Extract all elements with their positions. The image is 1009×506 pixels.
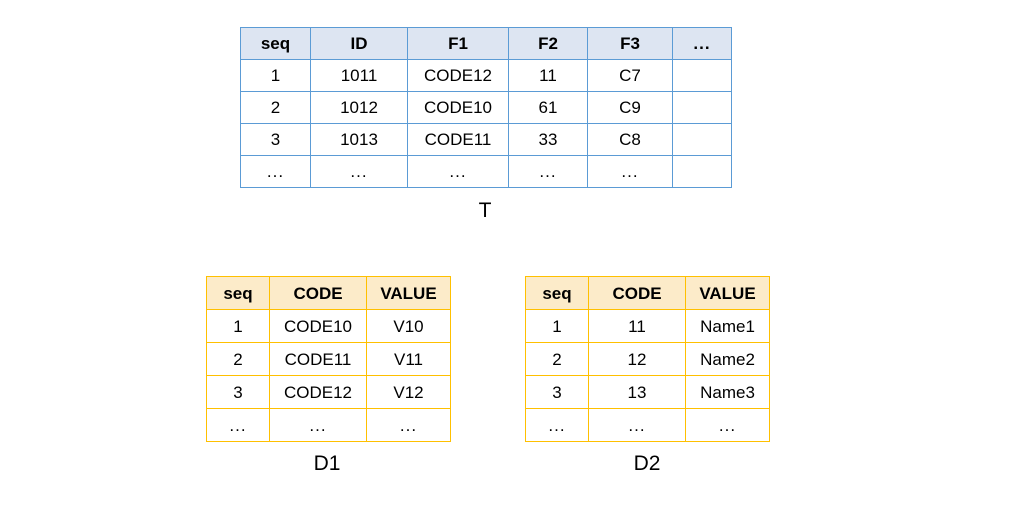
table-row: 3 1013 CODE11 33 C8 xyxy=(240,123,732,156)
table-row: 3 CODE12 V12 xyxy=(206,375,451,409)
table-t-col-id: ID xyxy=(310,27,408,60)
table-row: 2 12 Name2 xyxy=(525,342,770,376)
table-t-r3-id: ... xyxy=(310,155,408,188)
table-t-col-seq: seq xyxy=(240,27,311,60)
table-d2-col-seq: seq xyxy=(525,276,589,310)
table-d1-caption: D1 xyxy=(313,452,341,475)
table-row: 2 CODE11 V11 xyxy=(206,342,451,376)
table-d1-r0-code: CODE10 xyxy=(269,309,367,343)
table-d2-header-row: seq CODE VALUE xyxy=(525,276,770,310)
table-t-caption: T xyxy=(478,199,492,222)
table-d2-r3-value: ... xyxy=(685,408,770,442)
table-t-header-row: seq ID F1 F2 F3 ... xyxy=(240,27,732,60)
table-d1-r2-code: CODE12 xyxy=(269,375,367,409)
table-row: 2 1012 CODE10 61 C9 xyxy=(240,91,732,124)
table-d1-r3-value: ... xyxy=(366,408,451,442)
table-d2-r1-value: Name2 xyxy=(685,342,770,376)
table-t-r0-seq: 1 xyxy=(240,59,311,92)
table-d2-r3-seq: ... xyxy=(525,408,589,442)
table-t-r1-seq: 2 xyxy=(240,91,311,124)
table-d2-r0-value: Name1 xyxy=(685,309,770,343)
table-t-r1-more xyxy=(672,91,732,124)
table-t-r2-seq: 3 xyxy=(240,123,311,156)
table-row: 1 CODE10 V10 xyxy=(206,309,451,343)
table-d2-caption: D2 xyxy=(633,452,661,475)
table-d1-r2-seq: 3 xyxy=(206,375,270,409)
table-d1-header-row: seq CODE VALUE xyxy=(206,276,451,310)
table-t-r0-f2: 11 xyxy=(508,59,588,92)
table-t: seq ID F1 F2 F3 ... 1 1011 CODE12 11 C7 … xyxy=(240,27,732,188)
table-row: 3 13 Name3 xyxy=(525,375,770,409)
table-t-r0-more xyxy=(672,59,732,92)
table-d1-col-code: CODE xyxy=(269,276,367,310)
table-t-r1-f3: C9 xyxy=(587,91,673,124)
table-d2-r1-seq: 2 xyxy=(525,342,589,376)
table-t-r3-f2: ... xyxy=(508,155,588,188)
table-t-col-f2: F2 xyxy=(508,27,588,60)
table-row: ... ... ... xyxy=(206,408,451,442)
table-t-r2-f2: 33 xyxy=(508,123,588,156)
table-t-r0-f1: CODE12 xyxy=(407,59,509,92)
table-d2: seq CODE VALUE 1 11 Name1 2 12 Name2 3 1… xyxy=(525,276,770,442)
table-d1-r0-value: V10 xyxy=(366,309,451,343)
table-t-r2-id: 1013 xyxy=(310,123,408,156)
table-t-r1-f2: 61 xyxy=(508,91,588,124)
table-t-r3-f1: ... xyxy=(407,155,509,188)
table-d1-col-value: VALUE xyxy=(366,276,451,310)
table-d2-r2-code: 13 xyxy=(588,375,686,409)
table-d2-r1-code: 12 xyxy=(588,342,686,376)
table-d2-r2-value: Name3 xyxy=(685,375,770,409)
table-d2-col-code: CODE xyxy=(588,276,686,310)
table-t-r3-more xyxy=(672,155,732,188)
table-d2-r2-seq: 3 xyxy=(525,375,589,409)
table-d1-r2-value: V12 xyxy=(366,375,451,409)
table-d2-r0-seq: 1 xyxy=(525,309,589,343)
table-d2-r0-code: 11 xyxy=(588,309,686,343)
table-row: ... ... ... ... ... xyxy=(240,155,732,188)
table-d1-r1-code: CODE11 xyxy=(269,342,367,376)
table-row: 1 11 Name1 xyxy=(525,309,770,343)
table-t-col-f1: F1 xyxy=(407,27,509,60)
table-d2-col-value: VALUE xyxy=(685,276,770,310)
table-t-r2-f3: C8 xyxy=(587,123,673,156)
table-row: 1 1011 CODE12 11 C7 xyxy=(240,59,732,92)
table-t-r1-f1: CODE10 xyxy=(407,91,509,124)
table-t-col-more: ... xyxy=(672,27,732,60)
table-d1-r3-code: ... xyxy=(269,408,367,442)
table-d1: seq CODE VALUE 1 CODE10 V10 2 CODE11 V11… xyxy=(206,276,451,442)
table-d1-r1-value: V11 xyxy=(366,342,451,376)
table-t-r0-f3: C7 xyxy=(587,59,673,92)
table-d1-r3-seq: ... xyxy=(206,408,270,442)
table-t-r2-more xyxy=(672,123,732,156)
table-d1-r1-seq: 2 xyxy=(206,342,270,376)
table-t-r2-f1: CODE11 xyxy=(407,123,509,156)
table-t-col-f3: F3 xyxy=(587,27,673,60)
table-d1-r0-seq: 1 xyxy=(206,309,270,343)
table-t-r3-seq: ... xyxy=(240,155,311,188)
table-t-r3-f3: ... xyxy=(587,155,673,188)
table-t-r1-id: 1012 xyxy=(310,91,408,124)
table-d2-r3-code: ... xyxy=(588,408,686,442)
table-t-r0-id: 1011 xyxy=(310,59,408,92)
table-row: ... ... ... xyxy=(525,408,770,442)
table-d1-col-seq: seq xyxy=(206,276,270,310)
